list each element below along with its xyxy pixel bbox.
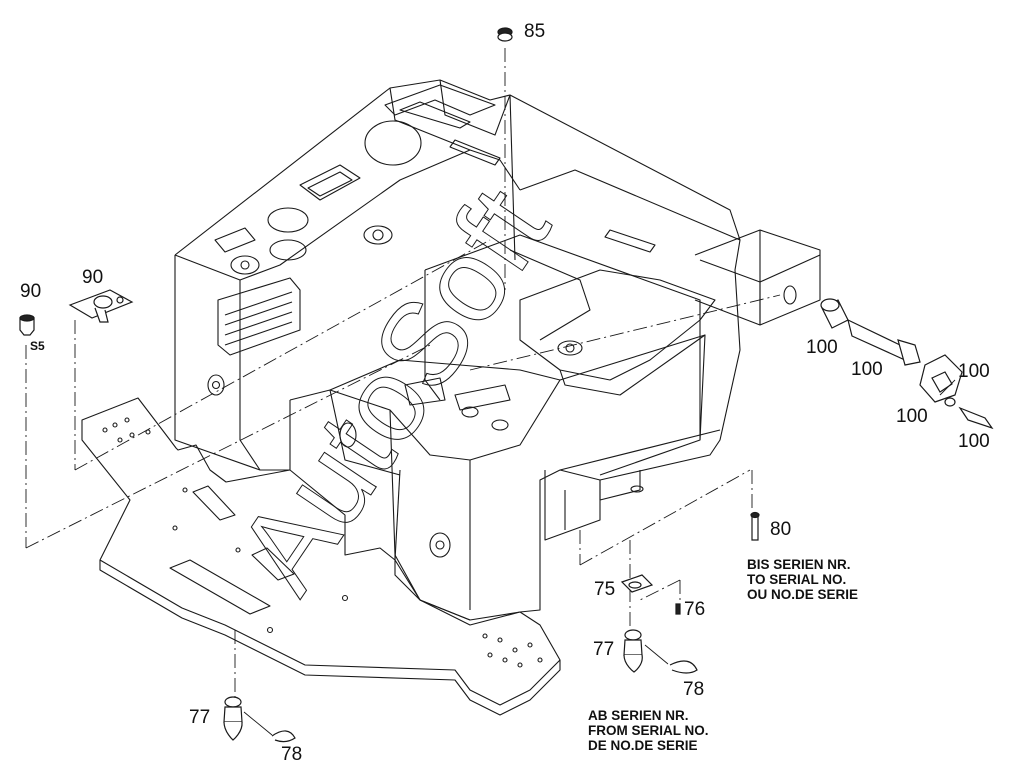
watermark-text: AutoSoft xyxy=(212,165,576,615)
frame-body xyxy=(174,79,821,621)
part-80-pin xyxy=(750,511,760,541)
callout-76: 76 xyxy=(684,599,706,620)
part-100-set xyxy=(820,298,994,430)
callout-100-sleeve: 100 xyxy=(806,337,838,358)
callout-100-screw: 100 xyxy=(958,431,990,452)
note-line: BIS SERIEN NR. xyxy=(747,557,851,572)
part-76-screw xyxy=(675,603,681,615)
part-90-panel xyxy=(68,289,134,323)
callout-80: 80 xyxy=(770,519,792,540)
note-line: FROM SERIAL NO. xyxy=(588,723,709,738)
callout-75: 75 xyxy=(594,579,616,600)
note-line: AB SERIEN NR. xyxy=(588,708,689,723)
callout-77-right: 77 xyxy=(593,639,615,660)
part-77-right xyxy=(623,629,698,674)
part-90-switch xyxy=(19,314,35,336)
leader-lines xyxy=(25,48,781,700)
note-to-serial: BIS SERIEN NR. TO SERIAL NO. OU NO.DE SE… xyxy=(747,557,858,602)
svg-text:AutoSoft: AutoSoft xyxy=(212,165,575,614)
part-77-left xyxy=(223,696,296,743)
note-line: DE NO.DE SERIE xyxy=(588,738,698,753)
callout-78-right: 78 xyxy=(683,679,705,700)
part-75-bracket xyxy=(620,574,654,593)
note-line: TO SERIAL NO. xyxy=(747,572,847,587)
callout-90-panel: 90 xyxy=(82,267,104,288)
callout-85: 85 xyxy=(524,21,546,42)
callout-100-plate-right: 100 xyxy=(958,361,990,382)
callout-90-switch: 90 xyxy=(20,281,42,302)
note-from-serial: AB SERIEN NR. FROM SERIAL NO. DE NO.DE S… xyxy=(588,708,709,753)
switch-label-s5: S5 xyxy=(30,339,45,353)
callout-77-left: 77 xyxy=(189,707,211,728)
callout-78-left: 78 xyxy=(281,744,303,765)
note-line: OU NO.DE SERIE xyxy=(747,587,859,602)
callout-100-bolt: 100 xyxy=(851,359,883,380)
callout-100-plate-left: 100 xyxy=(896,406,928,427)
floor-plate xyxy=(81,397,561,716)
part-85-plug xyxy=(497,27,513,42)
